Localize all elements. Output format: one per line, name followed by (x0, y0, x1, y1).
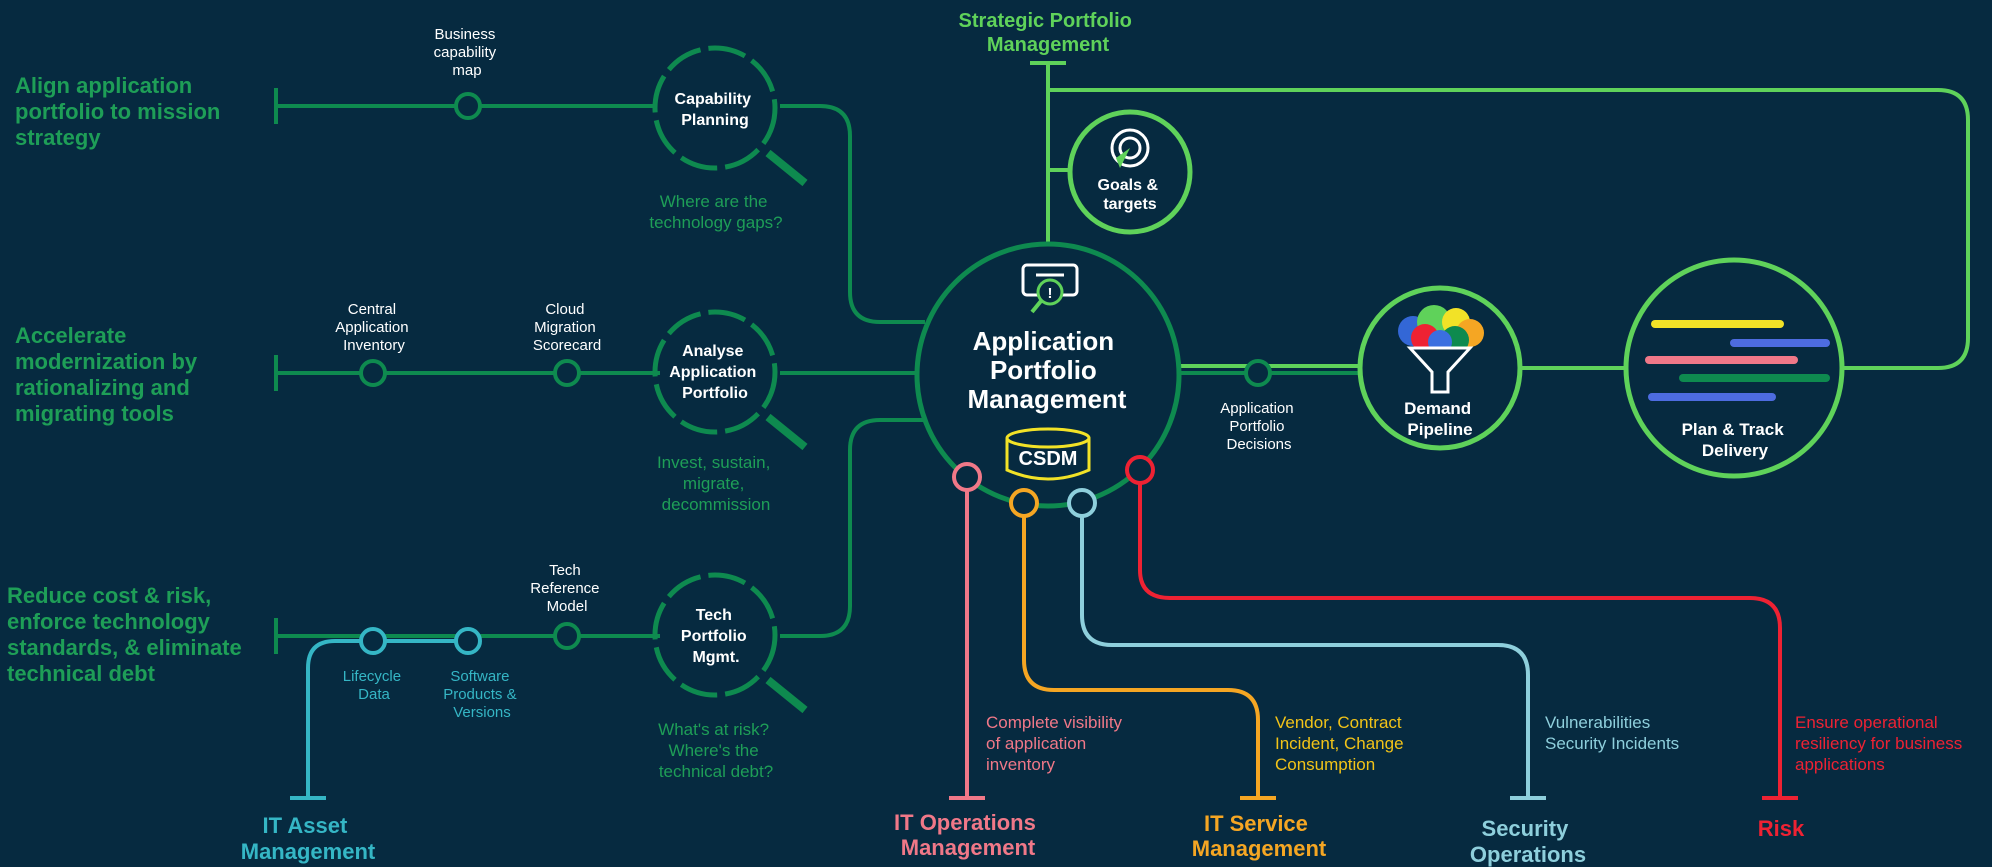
it-ops-line (949, 490, 985, 800)
milestone-cloud-migration-scorecard (553, 359, 581, 387)
sec-ops-line (1080, 516, 1546, 800)
target-icon (1110, 128, 1150, 168)
it-service-desc: Vendor, Contract Incident, Change Consum… (1275, 713, 1408, 774)
demand-label: Demand Pipeline (1404, 399, 1476, 439)
it-ops-title: IT Operations Management (894, 810, 1042, 860)
goal-align: Align application portfolio to mission s… (15, 73, 226, 150)
magnifier-icon (765, 149, 808, 187)
goal-accelerate: Accelerate modernization by rationalizin… (15, 323, 203, 426)
goal-reduce: Reduce cost & risk, enforce technology s… (7, 583, 248, 686)
milestone-central-app-inventory (359, 359, 387, 387)
port-sec-ops (1067, 488, 1097, 518)
label-software-products: Software Products & Versions (443, 668, 521, 721)
label-lifecycle-data: Lifecycle Data (343, 668, 406, 703)
sec-ops-title: Security Operations (1470, 816, 1586, 867)
it-asset-title: IT Asset Management (241, 813, 376, 864)
magnifier-icon (765, 413, 808, 451)
svg-text:!: ! (1048, 285, 1053, 302)
flow-lines (274, 88, 1362, 654)
demand-node[interactable] (1357, 285, 1523, 451)
it-service-title: IT Service Management (1192, 811, 1327, 861)
center-circle[interactable] (914, 241, 1182, 509)
alert-screen-icon: ! (1021, 263, 1079, 314)
risk-line (1138, 483, 1798, 800)
csdm-label: CSDM (1019, 448, 1078, 470)
port-it-service (1009, 488, 1039, 518)
it-ops-desc: Complete visibility of application inven… (986, 713, 1127, 774)
risk-desc: Ensure operational resiliency for busine… (1795, 713, 1967, 774)
goals-node-label: Goals & targets (1098, 177, 1163, 213)
milestone-lifecycle-data (359, 627, 387, 655)
funnel-icon (1398, 305, 1484, 394)
milestone-tech-reference-model (553, 622, 581, 650)
delivery-node[interactable] (1623, 257, 1845, 479)
process-node-tech[interactable] (652, 572, 808, 714)
process-label-tech: Tech Portfolio Mgmt. (681, 607, 751, 666)
sec-ops-desc: Vulnerabilities Security Incidents (1545, 713, 1679, 753)
port-it-ops (952, 462, 982, 492)
label-app-portfolio-decisions: Application Portfolio Decisions (1220, 400, 1298, 453)
strategic-title: Strategic Portfolio Management (959, 10, 1138, 56)
it-service-line (1022, 516, 1276, 800)
milestone-software-products (454, 627, 482, 655)
milestone-business-capability-map (454, 92, 482, 120)
risk-title: Risk (1758, 816, 1805, 841)
center-title: Application Portfolio Management (968, 326, 1127, 414)
milestone-app-portfolio-decisions (1244, 359, 1272, 387)
question-analyse: Invest, sustain, migrate, decommission (657, 453, 775, 514)
label-central-app-inventory: Central Application Inventory (335, 301, 413, 354)
delivery-label: Plan & Track Delivery (1682, 420, 1789, 460)
it-asset-line (290, 639, 457, 800)
process-label-analyse: Analyse Application Portfolio (669, 343, 761, 402)
process-label-capability: Capability Planning (675, 91, 756, 129)
gantt-icon (1645, 320, 1830, 401)
question-tech: What's at risk? Where's the technical de… (658, 720, 774, 781)
port-risk (1125, 455, 1155, 485)
label-tech-reference-model: Tech Reference Model (530, 562, 603, 615)
process-node-capability[interactable] (652, 45, 808, 187)
magnifier-icon (765, 676, 808, 714)
question-capability: Where are the technology gaps? (649, 192, 782, 232)
label-business-capability-map: Business capability map (434, 26, 501, 79)
process-node-analyse[interactable] (652, 309, 808, 451)
goals-node[interactable] (1067, 109, 1193, 235)
label-cloud-migration-scorecard: Cloud Migration Scorecard (533, 301, 601, 354)
csdm-database-icon (1005, 427, 1091, 481)
